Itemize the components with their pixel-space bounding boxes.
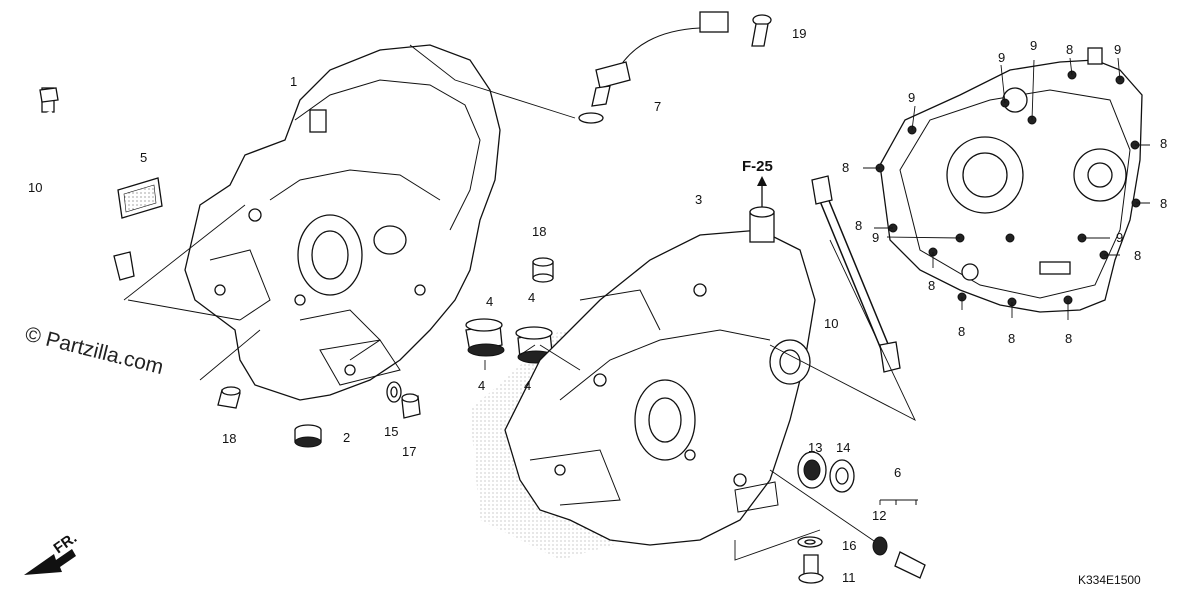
- callout-6: 6: [894, 465, 901, 480]
- reference-figure-label: F-25: [742, 158, 773, 175]
- callout-9b: 9: [1030, 38, 1037, 53]
- callout-10b: 10: [824, 316, 838, 331]
- stud-bolt-left: [39, 87, 135, 281]
- callout-8i: 8: [1008, 331, 1015, 346]
- callout-16: 16: [842, 538, 856, 553]
- leader-lines-right: [484, 344, 881, 561]
- callout-7: 7: [654, 99, 661, 114]
- callout-4d: 4: [524, 378, 531, 393]
- callout-19: 19: [792, 26, 806, 41]
- callout-10a: 10: [28, 180, 42, 195]
- leader-lines-left: [123, 44, 576, 381]
- oil-strainer: [117, 177, 163, 219]
- bearing-4-left: [465, 318, 505, 357]
- callout-8e: 8: [842, 160, 849, 175]
- callout-14: 14: [836, 440, 850, 455]
- callout-11: 11: [842, 570, 856, 585]
- left-crankcase: [184, 44, 501, 401]
- oring-15: [386, 381, 402, 403]
- dowel-pin-lower: [217, 386, 241, 409]
- stud-bolt-right: [811, 175, 901, 373]
- callout-8d: 8: [1134, 248, 1141, 263]
- front-arrow-icon: [24, 549, 76, 575]
- callout-8j: 8: [1065, 331, 1072, 346]
- callout-9f: 9: [1116, 230, 1123, 245]
- callout-8g: 8: [928, 278, 935, 293]
- callout-18b: 18: [532, 224, 546, 239]
- right-crankcase: [504, 206, 816, 546]
- callout-13: 13: [808, 440, 822, 455]
- callout-9c: 9: [1114, 42, 1121, 57]
- crankcase-cover-view: [879, 47, 1143, 313]
- callout-9d: 9: [908, 90, 915, 105]
- collar-17: [401, 393, 421, 419]
- callout-15: 15: [384, 424, 398, 439]
- sensor-assembly: [578, 11, 729, 124]
- neutral-switch: [880, 499, 926, 579]
- callout-1: 1: [290, 74, 297, 89]
- callout-8h: 8: [958, 324, 965, 339]
- callout-8c: 8: [1160, 196, 1167, 211]
- callout-12: 12: [872, 508, 886, 523]
- callout-9e: 9: [872, 230, 879, 245]
- callout-17: 17: [402, 444, 416, 459]
- dowel-pin-upper: [532, 257, 554, 283]
- callout-4b: 4: [528, 290, 535, 305]
- front-direction-label: FR.: [51, 529, 81, 557]
- callout-18a: 18: [222, 431, 236, 446]
- bearing-13: [797, 451, 827, 489]
- drain-bolt: [294, 424, 322, 448]
- washer-12: [872, 536, 888, 556]
- diagram-code: K334E1500: [1078, 573, 1141, 587]
- callout-3: 3: [695, 192, 702, 207]
- ref-arrow: [757, 176, 767, 210]
- leader-lines-cover: [863, 57, 1150, 320]
- callout-8a: 8: [1066, 42, 1073, 57]
- bolt-19: [751, 14, 772, 47]
- oil-seal-14: [829, 459, 855, 493]
- callout-8b: 8: [1160, 136, 1167, 151]
- callout-4c: 4: [478, 378, 485, 393]
- callout-4a: 4: [486, 294, 493, 309]
- callout-9a: 9: [998, 50, 1005, 65]
- callout-5: 5: [140, 150, 147, 165]
- callout-8f: 8: [855, 218, 862, 233]
- leader-lines-stud: [769, 239, 916, 422]
- bolt-11: [798, 554, 824, 584]
- watermark: © Partzilla.com: [23, 323, 166, 380]
- washer-16: [797, 536, 823, 548]
- callout-2: 2: [343, 430, 350, 445]
